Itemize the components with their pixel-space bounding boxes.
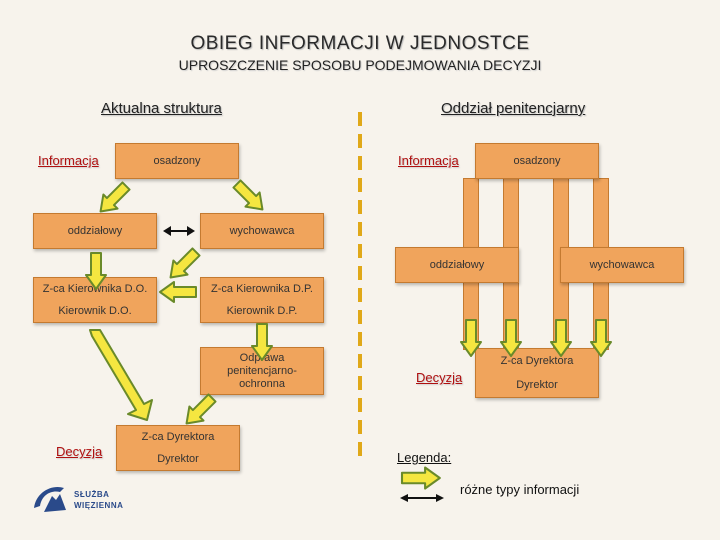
arrow-wychowawca-dp [162,243,205,286]
left-oddzialowy-label: oddziałowy [67,225,123,237]
logo-line1: SŁUŻBA [74,490,110,499]
arrow-do-dyrektor [89,329,153,421]
legend-label: Legenda: [397,450,452,465]
arrow-oddzialowy-do [85,252,107,290]
arrow-dp-odprawa [251,323,273,361]
left-wychowawca-label: wychowawca [229,225,295,237]
left-osadzony-box: osadzony [115,143,239,179]
left-decyzja-label: Decyzja [56,444,103,459]
right-decyzja-label: Decyzja [416,370,463,385]
right-osadzony-label: osadzony [513,155,561,167]
legend-line-head-right [436,494,444,502]
sluzba-wiezienna-logo: SŁUŻBA WIĘZIENNA [30,478,150,518]
left-dp-box: Z-ca Kierownika D.P. Kierownik D.P. [200,277,324,323]
section-divider [358,112,362,462]
left-zca-kierownika-dp: Z-ca Kierownika D.P. [211,283,313,295]
left-dyrektor: Dyrektor [157,453,199,465]
left-kierownik-do: Kierownik D.O. [58,305,132,317]
arrow-oddzialowy-wychowawca [163,226,195,236]
right-oddzialowy-label: oddziałowy [429,259,485,271]
left-wychowawca-box: wychowawca [200,213,324,249]
right-wychowawca-label: wychowawca [589,259,655,271]
arrow-dp-do [159,281,197,303]
arrow-osadzony-oddzialowy [92,177,135,220]
right-zca-dyrektora: Z-ca Dyrektora [500,355,574,367]
legend-text: różne typy informacji [460,482,580,497]
right-dyrektor-box: Z-ca Dyrektora Dyrektor [475,348,599,398]
arrow-right-col4 [590,319,612,357]
left-kierownik-dp: Kierownik D.P. [226,305,298,317]
right-heading: Oddział penitencjarny [441,100,586,117]
right-wychowawca-box: wychowawca [560,247,684,283]
left-zca-dyrektora: Z-ca Dyrektora [141,431,215,443]
right-oddzialowy-box: oddziałowy [395,247,519,283]
right-informacja-label: Informacja [398,153,459,168]
legend-arrow [400,466,441,490]
diagram-subtitle: UPROSZCZENIE SPOSOBU PODEJMOWANIA DECYZJ… [178,57,542,73]
left-osadzony-label: osadzony [153,155,201,167]
arrow-osadzony-wychowawca [228,175,271,218]
left-heading: Aktualna struktura [101,100,222,117]
right-dyrektor: Dyrektor [516,379,558,391]
logo-emblem-icon [34,486,66,512]
legend-line-head-left [400,494,408,502]
arrow-right-col1 [460,319,482,357]
logo-line2: WIĘZIENNA [74,501,124,510]
left-oddzialowy-box: oddziałowy [33,213,157,249]
left-informacja-label: Informacja [38,153,99,168]
right-osadzony-box: osadzony [475,143,599,179]
diagram-title: OBIEG INFORMACJI W JEDNOSTCE [190,33,530,54]
arrow-right-col3 [550,319,572,357]
arrow-right-col2 [500,319,522,357]
left-dyrektor-box: Z-ca Dyrektora Dyrektor [116,425,240,471]
arrow-odprawa-dyrektor [178,389,221,432]
